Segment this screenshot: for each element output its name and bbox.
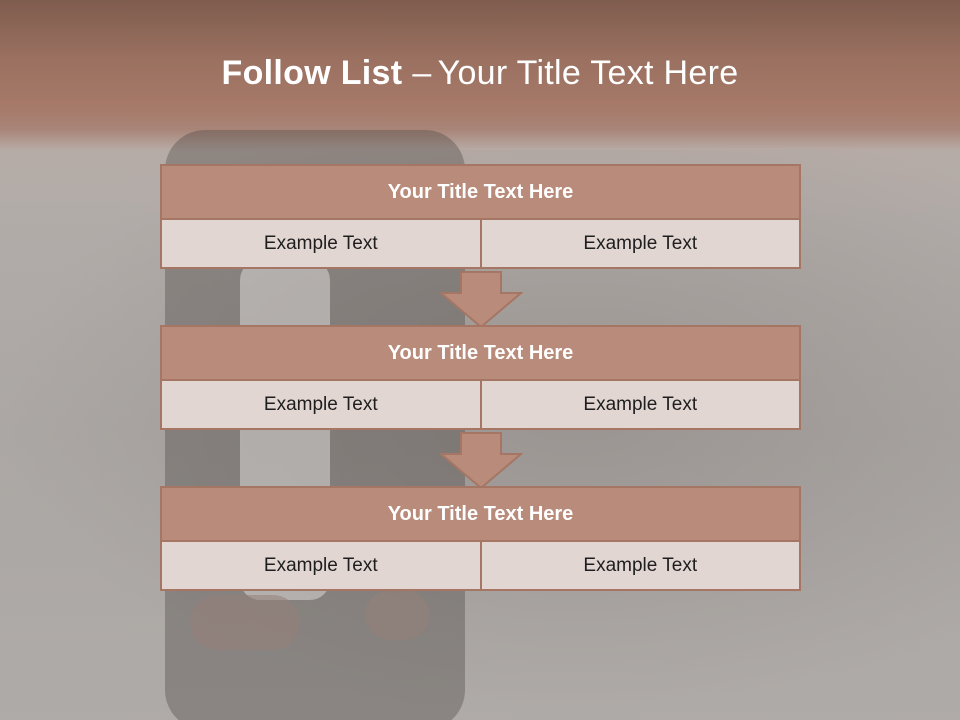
slide-title-rest: Your Title Text Here — [437, 54, 739, 92]
photo-figure-right-hand — [365, 590, 430, 640]
list-block-1: Your Title Text Here Example Text Exampl… — [160, 164, 801, 269]
photo-figure-left-hand — [190, 595, 300, 650]
list-block-title: Your Title Text Here — [160, 164, 801, 220]
list-block-row: Example Text Example Text — [160, 381, 801, 430]
slide-title: Follow List–Your Title Text Here — [0, 54, 960, 93]
list-block-cell-left: Example Text — [160, 381, 482, 430]
list-block-title: Your Title Text Here — [160, 486, 801, 542]
list-block-cell-right: Example Text — [481, 220, 801, 269]
slide-title-dash: – — [412, 54, 432, 92]
list-block-cell-right: Example Text — [481, 542, 801, 591]
list-block-cell-left: Example Text — [160, 542, 482, 591]
list-block-cell-left: Example Text — [160, 220, 482, 269]
list-block-2: Your Title Text Here Example Text Exampl… — [160, 325, 801, 430]
list-block-row: Example Text Example Text — [160, 220, 801, 269]
list-block-title: Your Title Text Here — [160, 325, 801, 381]
list-block-3: Your Title Text Here Example Text Exampl… — [160, 486, 801, 591]
slide-title-bold: Follow List — [221, 54, 403, 92]
down-arrow-icon — [439, 271, 523, 329]
down-arrow-icon — [439, 432, 523, 490]
list-block-row: Example Text Example Text — [160, 542, 801, 591]
list-block-cell-right: Example Text — [481, 381, 801, 430]
